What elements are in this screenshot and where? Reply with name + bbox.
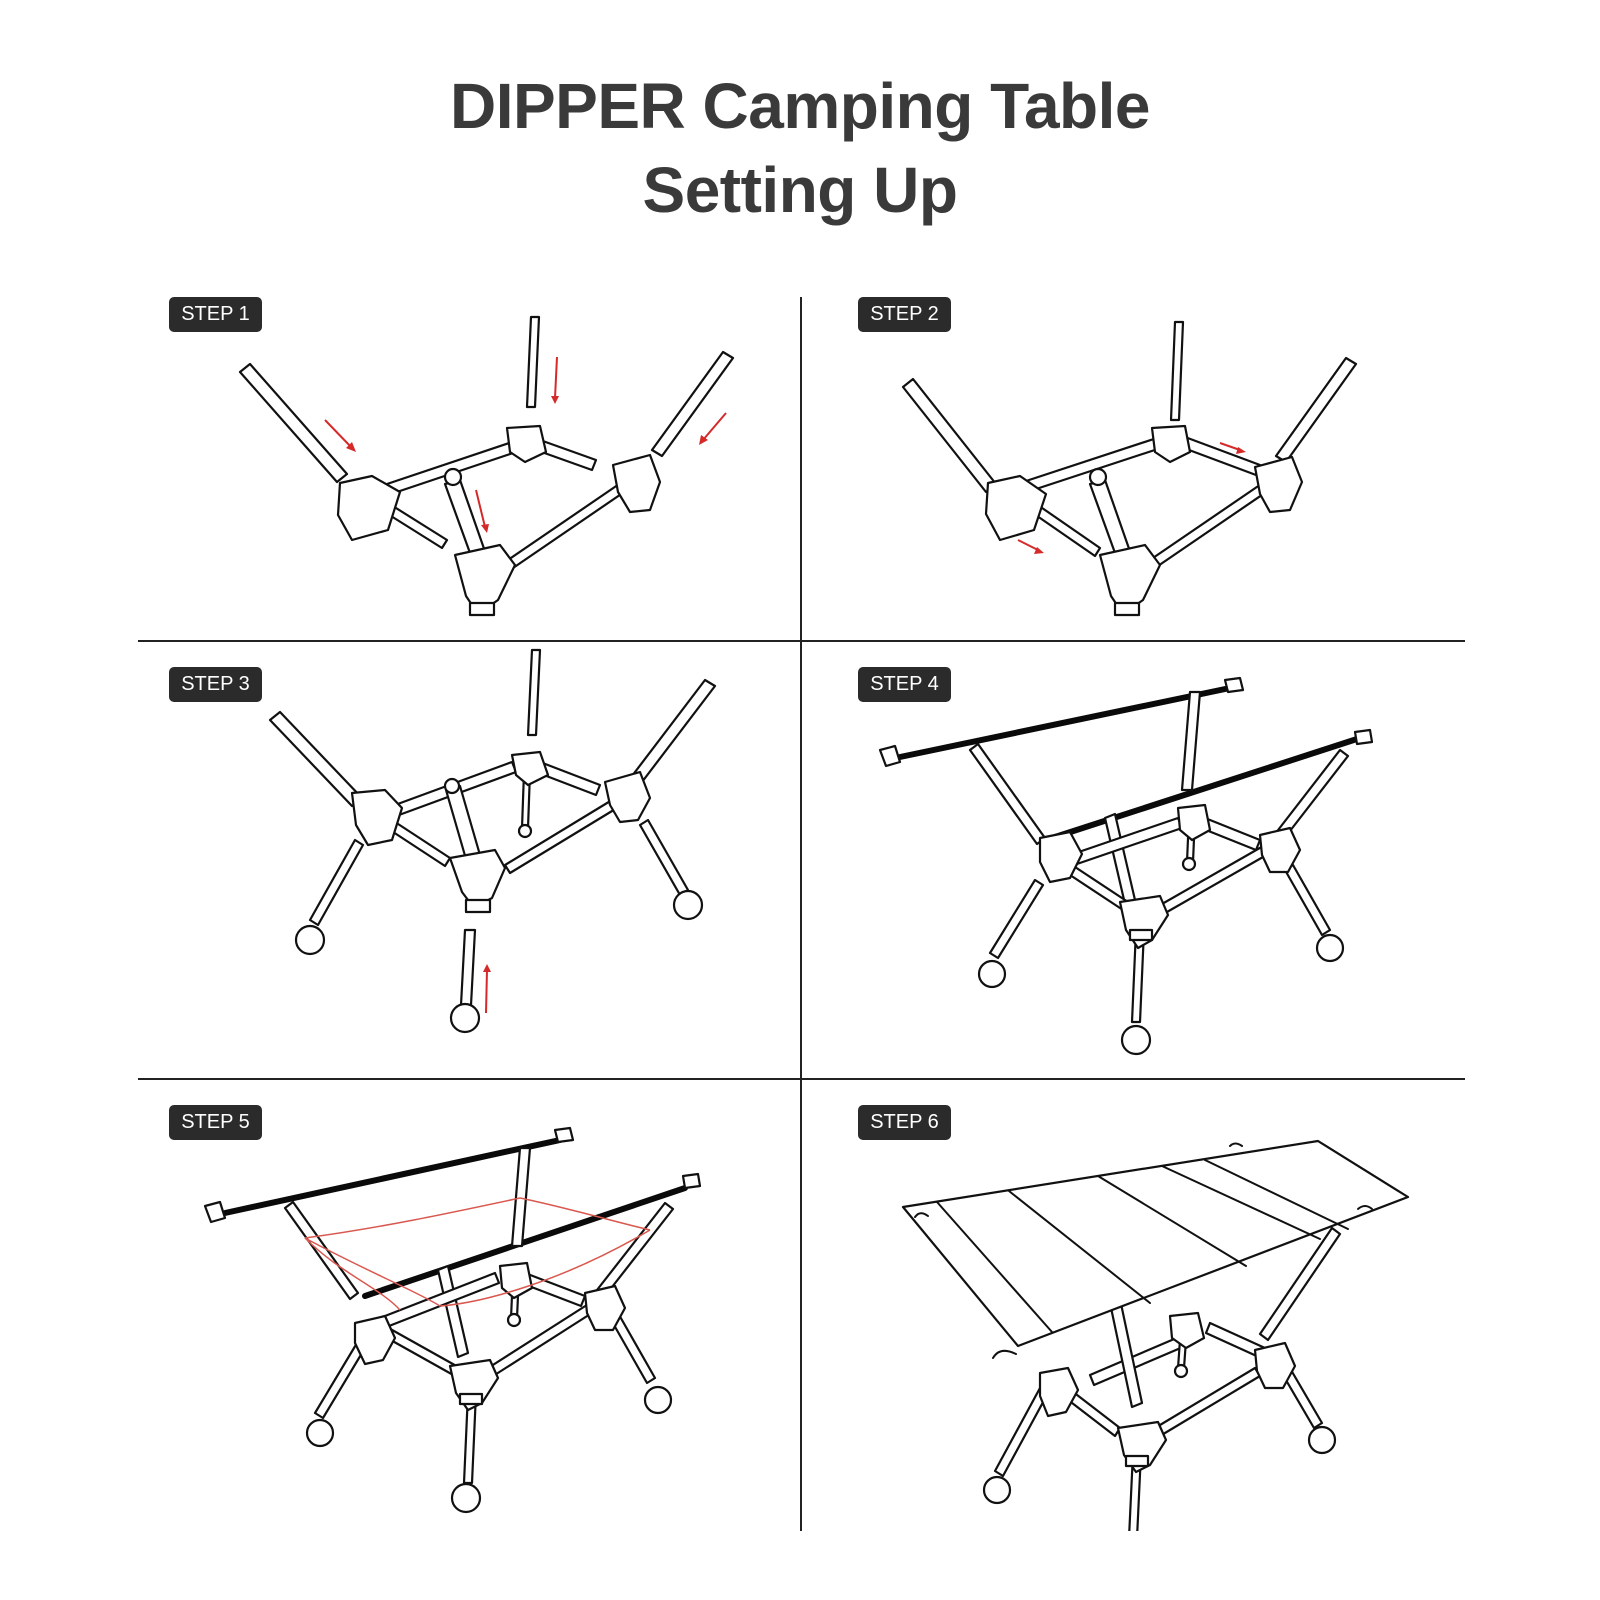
frame-icon xyxy=(203,1126,702,1514)
divider-vertical xyxy=(800,297,802,1531)
step-1-illustration xyxy=(238,315,735,617)
step-3-illustration xyxy=(268,648,717,1034)
tension-cords xyxy=(304,1197,651,1311)
step-5-illustration xyxy=(203,1126,702,1514)
red-arrows xyxy=(324,356,727,533)
page-subtitle: Setting Up xyxy=(642,154,958,226)
step-6-badge: STEP 6 xyxy=(858,1105,951,1140)
step-6-illustration xyxy=(901,1139,1410,1531)
tabletop-icon xyxy=(901,1139,1410,1359)
frame-icon xyxy=(901,320,1358,617)
step-3-badge: STEP 3 xyxy=(169,667,262,702)
frame-icon xyxy=(238,315,735,617)
step-4-badge: STEP 4 xyxy=(858,667,951,702)
divider-horizontal-2 xyxy=(138,1078,1465,1080)
frame-icon xyxy=(982,1226,1342,1531)
frame-icon xyxy=(268,648,717,1034)
step-4-illustration xyxy=(878,676,1374,1056)
step-1-badge: STEP 1 xyxy=(169,297,262,332)
step-5-badge: STEP 5 xyxy=(169,1105,262,1140)
red-arrows xyxy=(1017,442,1246,554)
step-2-illustration xyxy=(901,320,1358,617)
divider-horizontal-1 xyxy=(138,640,1465,642)
frame-icon xyxy=(878,676,1374,1056)
step-2-badge: STEP 2 xyxy=(858,297,951,332)
red-arrows xyxy=(483,964,491,1014)
page-title: DIPPER Camping Table xyxy=(449,70,1151,142)
